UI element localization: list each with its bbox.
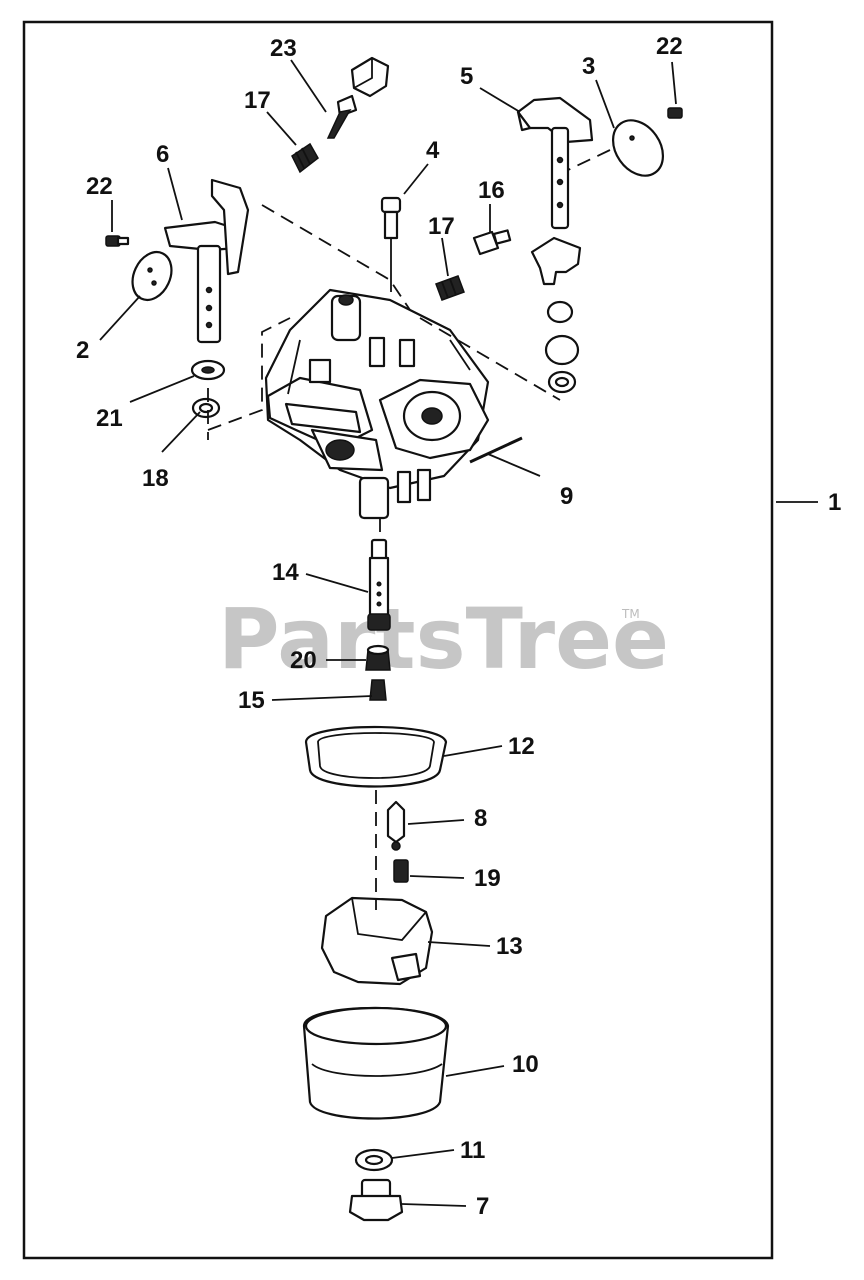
choke-knob — [530, 236, 582, 286]
choke-plate-3 — [611, 119, 665, 177]
needle-4 — [380, 196, 402, 292]
spring-17-right — [435, 275, 465, 301]
callout-9: 9 — [560, 483, 573, 510]
assembly-dashed-lines — [207, 149, 611, 910]
washer-11 — [354, 1148, 394, 1172]
callout-18: 18 — [142, 465, 169, 492]
gasket-12 — [304, 725, 448, 788]
jet-20 — [365, 644, 391, 671]
throttle-plate — [131, 250, 173, 302]
callout-labels: 23 17 6 22 2 21 18 4 17 16 5 3 22 9 1 14… — [76, 33, 841, 1220]
callout-8: 8 — [474, 805, 487, 832]
leader-lines — [99, 59, 818, 1207]
spring-19 — [393, 859, 409, 883]
watermark-trademark: TM — [621, 607, 640, 621]
screw-16 — [472, 229, 512, 256]
spacer-right-1 — [546, 300, 574, 324]
screw-22-left — [105, 235, 130, 247]
watermark: PartsTree — [218, 590, 669, 688]
callout-7: 7 — [476, 1193, 489, 1220]
screw-22-right — [667, 107, 683, 119]
callout-12: 12 — [508, 733, 535, 760]
spacer-right-2 — [544, 334, 580, 366]
jet-15 — [369, 679, 387, 701]
callout-11: 11 — [460, 1137, 485, 1164]
pin-9 — [469, 436, 523, 464]
callout-16: 16 — [478, 177, 505, 204]
callout-13: 13 — [496, 933, 523, 960]
throttle-shaft-assembly — [163, 178, 250, 344]
main-nozzle-14 — [367, 538, 391, 631]
callout-23: 23 — [270, 35, 297, 62]
spring-17-top — [291, 142, 319, 174]
choke-lever-5 — [516, 96, 594, 230]
callout-17-right: 17 — [428, 213, 455, 240]
callout-10: 10 — [512, 1051, 539, 1078]
callout-1: 1 — [828, 489, 841, 516]
callout-22-left: 22 — [86, 173, 113, 200]
callout-22-right: 22 — [656, 33, 683, 60]
bowl-screw-7 — [348, 1178, 404, 1222]
cap-part-top — [350, 56, 390, 98]
callout-14: 14 — [272, 559, 299, 586]
callout-17-top: 17 — [244, 87, 271, 114]
callout-5: 5 — [460, 63, 473, 90]
callout-6: 6 — [156, 141, 169, 168]
callout-2: 2 — [76, 337, 89, 364]
float-bowl-10 — [302, 1006, 450, 1120]
diagram-frame — [22, 20, 774, 1260]
callout-3: 3 — [582, 53, 595, 80]
idle-screw-23 — [326, 94, 358, 139]
float-13 — [320, 896, 434, 986]
callout-20: 20 — [290, 647, 317, 674]
needle-valve-8 — [386, 800, 406, 851]
callout-21: 21 — [96, 405, 123, 432]
callout-4: 4 — [426, 137, 440, 164]
callout-19: 19 — [474, 865, 501, 892]
carburetor-body — [264, 288, 490, 520]
callout-15: 15 — [238, 687, 265, 714]
